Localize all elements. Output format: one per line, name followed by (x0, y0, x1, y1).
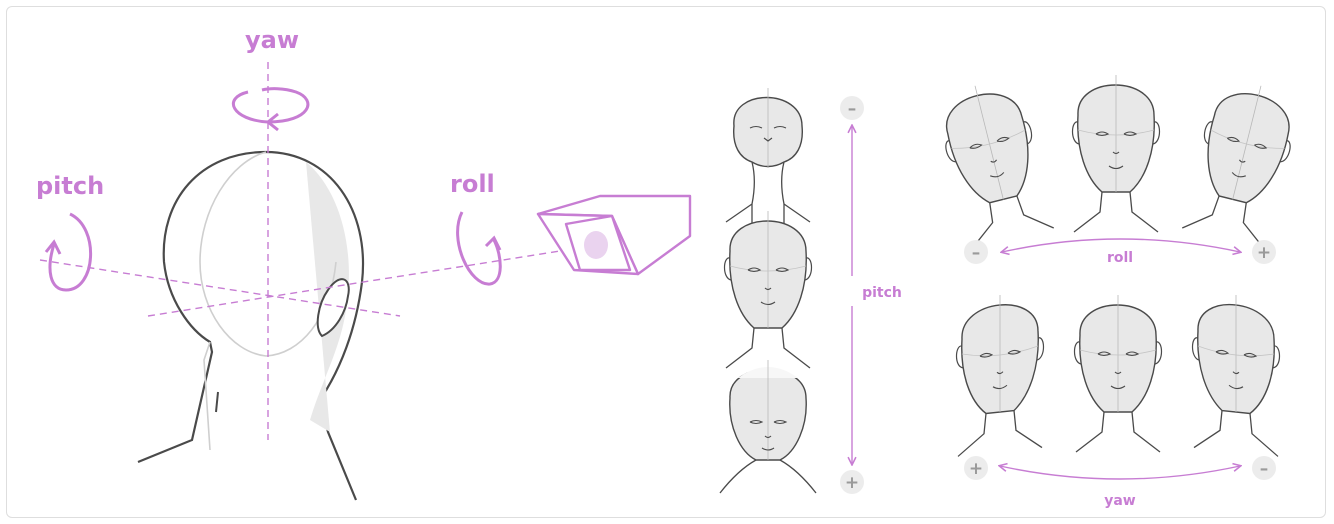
camera-icon (538, 196, 690, 274)
yaw-plus-label: + (969, 459, 983, 479)
pitch-minus-label: – (848, 99, 857, 119)
head-yaw-negative (1193, 290, 1280, 456)
roll-examples (933, 75, 1303, 249)
pitch-rotation-arrow (46, 214, 91, 290)
roll-plus-label: + (1257, 243, 1271, 263)
yaw-rotation-arrow (233, 89, 308, 130)
head-pitch-negative (726, 88, 810, 226)
head-yaw-positive (957, 290, 1044, 456)
head-pitch-positive (720, 360, 816, 493)
yaw-axis-label: yaw (245, 26, 299, 54)
yaw-examples (957, 290, 1280, 456)
roll-axis-label: roll (450, 170, 495, 198)
head-roll-negative (933, 75, 1055, 248)
yaw-scale: + – (964, 456, 1276, 480)
large-head-illustration (138, 152, 363, 500)
pitch-scale: – + (840, 96, 864, 494)
head-roll-neutral (1073, 75, 1160, 232)
pitch-axis-label: pitch (36, 172, 104, 200)
head-yaw-neutral (1075, 295, 1162, 452)
pitch-examples (720, 88, 816, 493)
head-roll-positive (1181, 75, 1303, 248)
yaw-minus-label: – (1260, 459, 1269, 479)
yaw-scale-label: yaw (1104, 493, 1136, 509)
roll-minus-label: – (972, 243, 981, 263)
pitch-plus-label: + (845, 473, 859, 493)
roll-scale-label: roll (1107, 250, 1133, 266)
pitch-scale-label: pitch (862, 285, 902, 301)
roll-rotation-arrow (458, 212, 501, 284)
head-pitch-neutral (725, 211, 812, 368)
